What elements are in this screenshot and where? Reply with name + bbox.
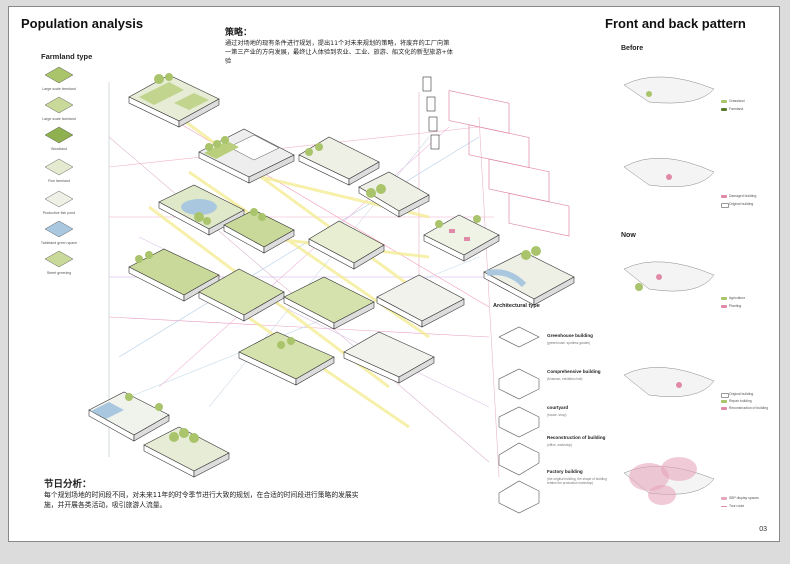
strategy-body: 通过对场地的现有条件进行规划，提出11个对未来规划的策略，将废弃的工厂向第一第三… bbox=[225, 40, 453, 65]
arch-type-sub: (house, shop) bbox=[547, 413, 567, 417]
poster-sheet: Population analysis Front and back patte… bbox=[8, 6, 780, 542]
site-block bbox=[483, 251, 575, 306]
now-heading: Now bbox=[621, 232, 636, 239]
site-block bbox=[298, 136, 380, 186]
festival-heading: 节日分析： bbox=[44, 479, 92, 490]
device-icons bbox=[422, 76, 440, 150]
arch-type-sub: (office, workshop) bbox=[547, 443, 573, 447]
site-block bbox=[198, 128, 295, 184]
tree-clusters bbox=[125, 73, 541, 443]
before-heading: Before bbox=[621, 45, 644, 52]
farmland-label: Large scale farmland bbox=[42, 87, 76, 91]
population-title: Population analysis bbox=[21, 16, 144, 31]
legend-swatch bbox=[721, 203, 729, 208]
legend-swatch bbox=[721, 100, 727, 103]
map-highlights bbox=[629, 91, 697, 505]
strategy-heading: 策略： bbox=[225, 28, 253, 38]
farmland-icons bbox=[44, 66, 74, 268]
farmland-label: Street greening bbox=[46, 271, 72, 275]
arch-type-title: Factory building bbox=[547, 469, 583, 474]
site-block bbox=[238, 331, 335, 386]
strategy-block: 策略： 通过对场地的现有条件进行规划，提出11个对未来规划的策略，将废弃的工厂向… bbox=[225, 29, 455, 66]
legend-swatch bbox=[721, 305, 727, 308]
farmland-label: Tableland green space bbox=[40, 241, 78, 245]
legend-swatch bbox=[721, 297, 727, 300]
arch-type-sub: (greenhouse, spotless garden) bbox=[547, 341, 591, 345]
page-number: 03 bbox=[759, 526, 767, 533]
legend-label: Tour route bbox=[729, 504, 745, 508]
festival-body: 每个规划场地的时间段不同，对未来11年的时令季节进行大致的规划，在合适的时间段进… bbox=[44, 491, 359, 509]
front-back-title: Front and back pattern bbox=[605, 16, 746, 31]
arch-type-title: courtyard bbox=[547, 405, 569, 410]
site-block bbox=[283, 276, 375, 330]
arch-type-title: Reconstruction of building bbox=[547, 435, 606, 440]
farmland-type-heading: Farmland type bbox=[41, 52, 93, 61]
farmland-label: Productive fish pond bbox=[42, 211, 76, 215]
legend-label: SBP display spaces bbox=[729, 496, 759, 500]
festival-block: 节日分析： 每个规划场地的时间段不同，对未来11年的时令季节进行大致的规划，在合… bbox=[44, 480, 364, 510]
legend-swatch bbox=[721, 393, 729, 398]
site-block bbox=[308, 220, 385, 270]
arch-type-title: Greenhouse building bbox=[547, 333, 593, 338]
legend-label: Damaged building bbox=[729, 194, 757, 198]
legend-label: Agriculture bbox=[729, 296, 746, 300]
legend-label: Reconstruction of building bbox=[729, 406, 769, 410]
farmland-label: Large scale farmland bbox=[42, 117, 76, 121]
site-block bbox=[158, 184, 245, 236]
site-block bbox=[223, 209, 295, 254]
legend-label: Original building bbox=[729, 202, 754, 206]
legend-swatch bbox=[721, 506, 727, 507]
legend-swatch bbox=[721, 400, 727, 403]
farmland-label: Fine farmland bbox=[48, 179, 70, 183]
arch-type-title: Comprehensive building bbox=[547, 369, 601, 374]
site-block bbox=[143, 426, 230, 478]
legend-swatch bbox=[721, 195, 727, 198]
site-block bbox=[343, 331, 435, 384]
site-block bbox=[198, 268, 285, 322]
front-back-maps bbox=[623, 76, 715, 495]
legend-swatch bbox=[721, 497, 727, 500]
site-block bbox=[128, 74, 220, 128]
site-block bbox=[376, 274, 465, 328]
legend-swatch bbox=[721, 407, 727, 410]
arch-type-sub: (the original building, the shape of bui… bbox=[547, 477, 607, 485]
legend-label: Planting bbox=[729, 304, 742, 308]
farmland-label: Woodland bbox=[50, 147, 68, 151]
legend-label: Farmland bbox=[729, 107, 744, 111]
legend-swatch bbox=[721, 108, 727, 111]
legend-label: Grassland bbox=[729, 99, 745, 103]
timeline-cards bbox=[448, 90, 570, 237]
axonometric-diagram bbox=[44, 66, 715, 514]
site-block bbox=[423, 214, 500, 262]
site-block bbox=[128, 248, 220, 302]
arch-type-sub: (Museum, exhibition hall) bbox=[547, 377, 583, 381]
architectural-icons bbox=[498, 326, 540, 514]
legend-label: Original building bbox=[729, 392, 754, 396]
legend-label: Repair building bbox=[729, 399, 752, 403]
architectural-type-heading: Architectural type bbox=[493, 303, 540, 309]
site-block bbox=[88, 391, 170, 442]
